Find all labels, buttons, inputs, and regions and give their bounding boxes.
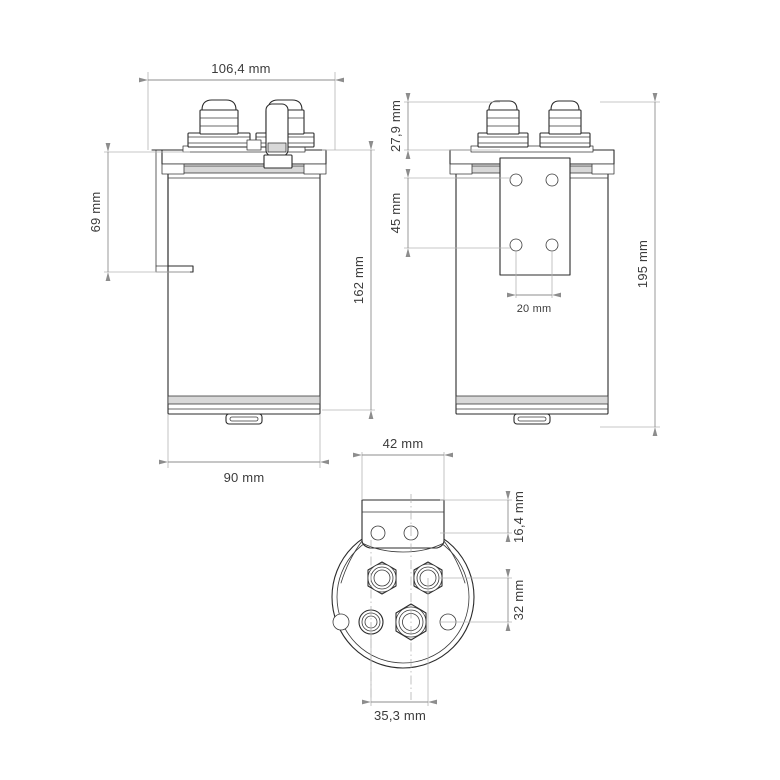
bottom-tab-skirt xyxy=(361,542,445,553)
side-fitting-left-body xyxy=(486,109,520,135)
bottom-tab-hole-left xyxy=(370,525,386,541)
side-fitting-left xyxy=(477,100,529,148)
side-lower-band xyxy=(455,395,609,405)
dim-label-16-4: 16,4 mm xyxy=(511,491,526,543)
front-fitting-left xyxy=(187,99,251,148)
dim-label-69: 69 mm xyxy=(88,192,103,233)
dim-bottom-tab-depth: 16,4 mm xyxy=(440,491,526,543)
bottom-taper-right xyxy=(443,540,466,584)
dim-side-overall-height: 195 mm xyxy=(600,93,660,436)
dim-label-195: 195 mm xyxy=(635,240,650,288)
dim-side-bracket-height: 45 mm xyxy=(388,169,512,257)
side-fitting-left-cap xyxy=(488,100,518,111)
dim-side-hole-spacing: 20 mm xyxy=(507,250,561,315)
bottom-side-hole-left xyxy=(332,613,350,631)
dim-label-90: 90 mm xyxy=(224,470,265,485)
front-bottom-drain-port-inner xyxy=(229,416,259,422)
side-fitting-right-cap xyxy=(550,100,580,111)
bottom-taper-left xyxy=(340,540,363,584)
front-fitting-left-body xyxy=(199,109,239,135)
dim-label-32: 32 mm xyxy=(511,580,526,621)
dim-label-106-4: 106,4 mm xyxy=(211,61,270,76)
side-top-flange-lip xyxy=(470,145,594,153)
side-bracket-hole-top-left xyxy=(509,173,523,187)
side-view: 27,9 mm 45 mm 20 mm 195 mm xyxy=(388,93,660,436)
dim-label-27-9: 27,9 mm xyxy=(388,100,403,152)
bottom-mounting-tab xyxy=(361,499,445,549)
front-upper-band xyxy=(167,165,321,174)
bottom-port-top-left-bore xyxy=(373,569,391,587)
side-fitting-right-hexnut xyxy=(539,132,591,148)
side-bracket-hole-top-right xyxy=(545,173,559,187)
side-bracket-hole-bottom-left xyxy=(509,238,523,252)
side-bracket-hole-bottom-right xyxy=(545,238,559,252)
dim-label-35-3: 35,3 mm xyxy=(374,708,426,723)
dim-bottom-hole-spacing-horizontal: 35,3 mm xyxy=(362,578,437,723)
side-flange-ear-right xyxy=(591,163,615,175)
front-lower-band xyxy=(167,395,321,405)
dim-front-width-bottom: 90 mm xyxy=(159,414,329,485)
front-body-outline xyxy=(167,151,321,415)
dim-bottom-hole-spacing-vertical: 32 mm xyxy=(440,569,526,631)
side-fitting-right xyxy=(539,100,591,148)
side-flange-ear-left xyxy=(449,163,473,175)
side-fitting-right-body xyxy=(548,109,582,135)
dim-label-45: 45 mm xyxy=(388,193,403,234)
side-bottom-drain-port-inner xyxy=(517,416,547,422)
dim-front-height-right: 162 mm xyxy=(322,141,375,419)
front-view: 106,4 mm 69 mm 162 mm 90 mm xyxy=(88,61,375,485)
dim-front-height-left: 69 mm xyxy=(88,143,190,281)
front-fitting-left-cap xyxy=(201,99,237,111)
front-flange-ear-right xyxy=(303,163,327,175)
front-fitting-saddle xyxy=(246,139,262,151)
front-fitting-right xyxy=(255,99,315,169)
dim-label-162: 162 mm xyxy=(351,256,366,304)
front-fitting-right-elbow-nut xyxy=(263,154,293,169)
dim-label-42: 42 mm xyxy=(383,436,424,451)
side-fitting-left-hexnut xyxy=(477,132,529,148)
front-fitting-left-hexnut xyxy=(187,132,251,148)
bottom-view: 42 mm 16,4 mm 32 mm 35,3 mm xyxy=(331,436,526,723)
front-flange-ear-left xyxy=(161,163,185,175)
dim-bottom-tab-width: 42 mm xyxy=(353,436,453,500)
dim-label-20: 20 mm xyxy=(517,303,552,315)
bottom-port-top-left xyxy=(367,561,397,595)
dim-front-width-top: 106,4 mm xyxy=(139,61,344,150)
side-mounting-bracket xyxy=(499,157,571,276)
dim-side-height-top: 27,9 mm xyxy=(388,93,500,159)
front-fitting-right-elbow-band xyxy=(267,142,287,153)
